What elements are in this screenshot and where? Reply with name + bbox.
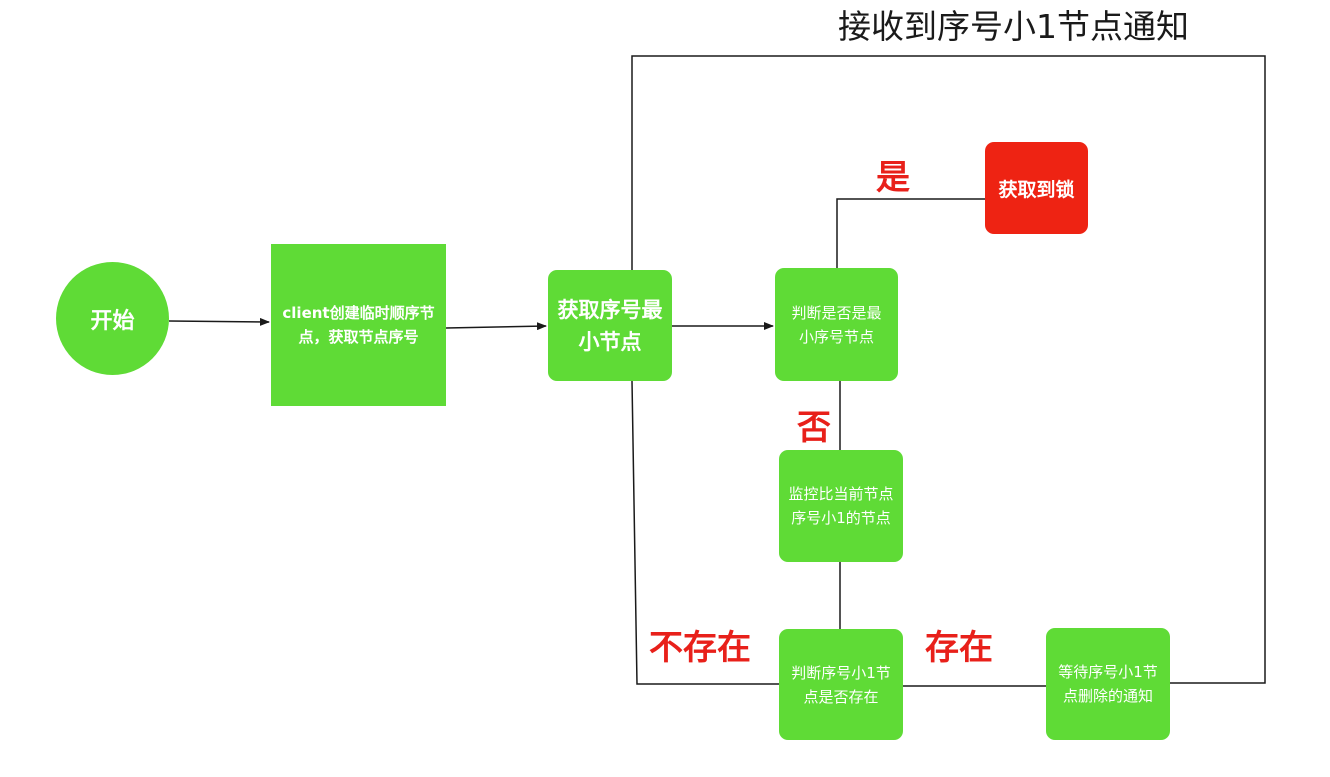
get-min-node: 获取序号最小节点: [548, 270, 672, 381]
judge-min-node-label: 判断是否是最小序号节点: [791, 303, 882, 346]
judge-exist-node-label: 判断序号小1节点是否存在: [791, 663, 891, 706]
diagram-title: 接收到序号小1节点通知: [838, 7, 1189, 46]
acquire-lock-node: 获取到锁: [985, 142, 1088, 234]
line-judge-to-acquire: [836, 198, 985, 268]
judge-min-node: 判断是否是最小序号节点: [775, 268, 898, 381]
create-node-label: client创建临时顺序节点，获取节点序号: [282, 304, 435, 346]
start-node: 开始: [56, 262, 169, 375]
watch-node: 监控比当前节点序号小1的节点: [779, 450, 903, 562]
loop-line-not-exist: [631, 380, 779, 685]
edge-label-yes: 是: [876, 158, 910, 198]
wait-node: 等待序号小1节点删除的通知: [1046, 628, 1170, 740]
start-node-label: 开始: [90, 308, 135, 334]
get-min-node-label: 获取序号最小节点: [557, 297, 663, 354]
edge-label-not-exist: 不存在: [649, 628, 751, 668]
loop-line-notify: [631, 55, 1266, 684]
create-node: client创建临时顺序节点，获取节点序号: [271, 244, 446, 406]
edge-label-no: 否: [797, 408, 831, 448]
arrow-start-to-create: [168, 317, 270, 326]
acquire-lock-node-label: 获取到锁: [998, 178, 1075, 201]
arrow-create-to-getmin: [445, 322, 547, 331]
judge-exist-node: 判断序号小1节点是否存在: [779, 629, 903, 740]
wait-node-label: 等待序号小1节点删除的通知: [1058, 663, 1158, 705]
edge-label-exist: 存在: [925, 628, 993, 668]
watch-node-label: 监控比当前节点序号小1的节点: [788, 485, 894, 527]
